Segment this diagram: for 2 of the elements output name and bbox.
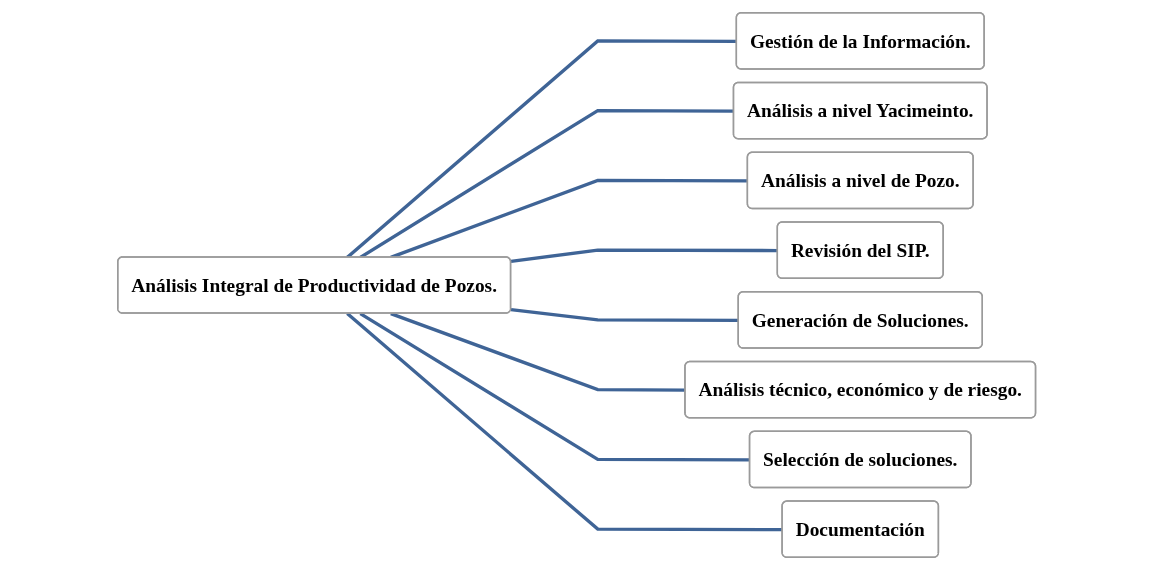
connector [346, 311, 783, 531]
connector [390, 311, 686, 392]
